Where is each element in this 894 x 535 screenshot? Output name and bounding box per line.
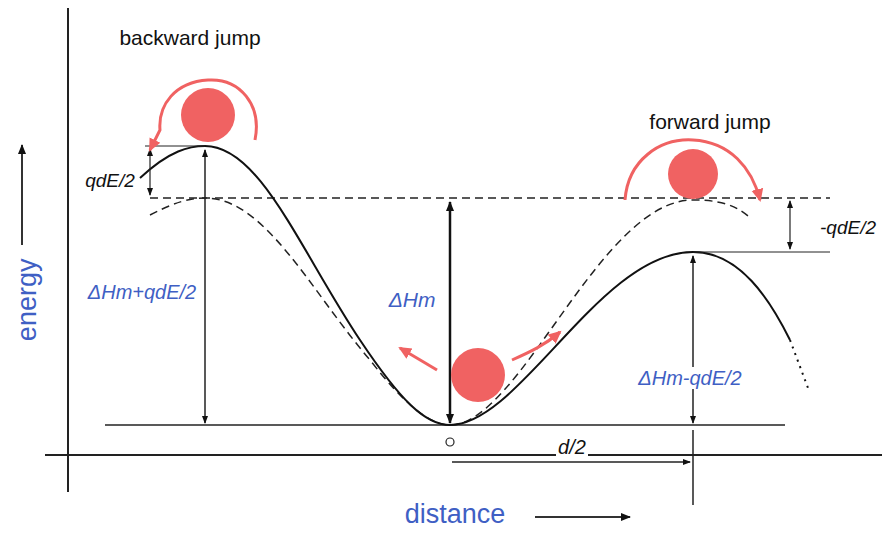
distance-label: d/2 — [556, 436, 588, 458]
energy-offset: qdE/2 — [83, 171, 137, 192]
axis-label: distance — [403, 500, 508, 530]
jump-label: forward jump — [647, 110, 772, 133]
jump-label: backward jump — [117, 26, 262, 49]
barrier-label: ΔHm — [387, 288, 438, 311]
energy-offset: -qdE/2 — [818, 218, 878, 239]
barrier-label: ΔHm+qdE/2 — [86, 281, 198, 303]
barrier-label: ΔHm-qdE/2 — [636, 367, 743, 389]
axis-label: energy — [13, 257, 43, 344]
